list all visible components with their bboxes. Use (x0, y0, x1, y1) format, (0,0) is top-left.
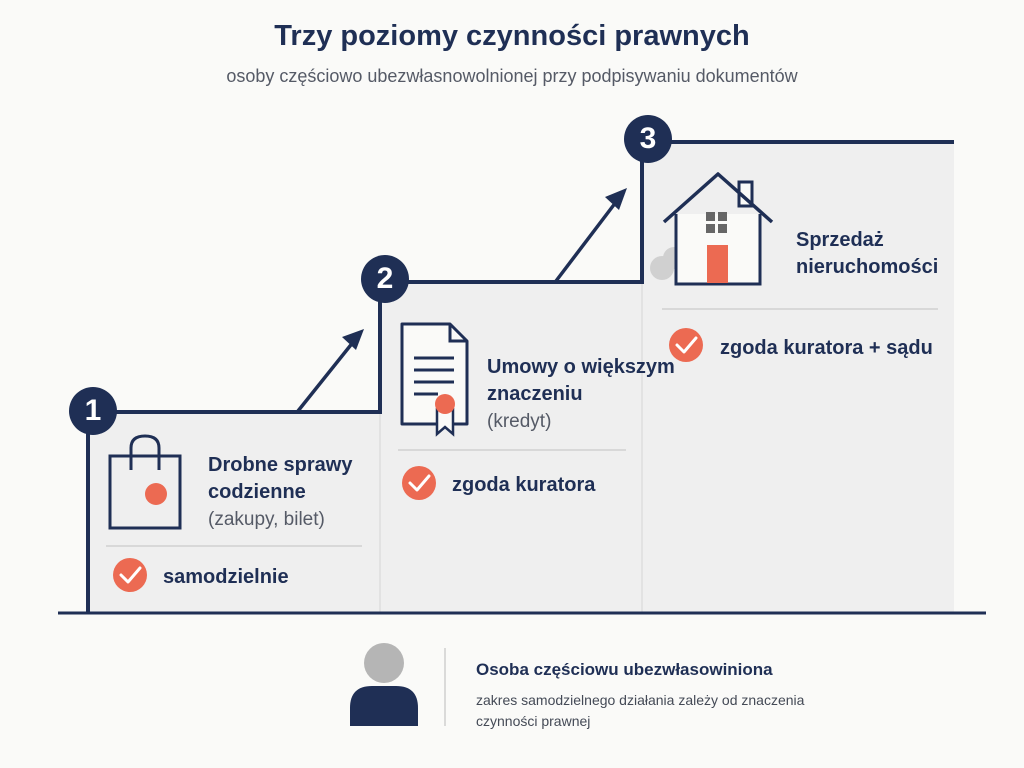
step-2-requirement: zgoda kuratora (452, 474, 596, 496)
page-title: Trzy poziomy czynności prawnych (274, 20, 750, 52)
check-icon (402, 466, 436, 500)
step-2-number: 2 (376, 262, 394, 295)
step-2-text: Umowy o większym znaczeniu (kredyt) (487, 354, 675, 435)
step-1-title-line1: Drobne sprawy (208, 454, 353, 476)
step-3-requirement: zgoda kuratora + sądu (720, 337, 933, 359)
step-1-title-line2: codzienne (208, 481, 306, 503)
step-3-title-line1: Sprzedaż (796, 229, 884, 251)
check-icon (113, 558, 147, 592)
step-2-title-line2: znaczeniu (487, 383, 583, 405)
document-certificate-icon (400, 322, 469, 437)
step-3-badge (624, 115, 672, 163)
check-icon (669, 328, 703, 362)
step-2-title-line1: Umowy o większym (487, 356, 675, 378)
step-1-note: (zakupy, bilet) (208, 509, 325, 530)
step-3-panel (642, 142, 954, 612)
step-3-text: Sprzedaż nieruchomości (796, 227, 938, 281)
shopping-bag-icon (108, 434, 182, 530)
step-3-title-line2: nieruchomości (796, 256, 939, 278)
step-2-badge (361, 255, 409, 303)
person-description: zakres samodzielnego działania zależy od… (476, 692, 805, 729)
arrow-up-icon (554, 188, 627, 283)
step-1-requirement: samodzielnie (163, 566, 289, 588)
step-3-number: 3 (639, 122, 657, 155)
step-1-text: Drobne sprawy codzienne (zakupy, bilet) (208, 452, 352, 533)
person-title: Osoba częściowu ubezwłasowiniona (476, 660, 773, 679)
person-icon (350, 643, 418, 726)
page-subtitle: osoby częściowo ubezwłasnowolnionej przy… (226, 66, 798, 86)
house-icon (650, 172, 774, 286)
arrow-up-icon (296, 329, 364, 413)
step-1-number: 1 (84, 394, 102, 427)
step-2-note: (kredyt) (487, 411, 552, 432)
step-1-badge (69, 387, 117, 435)
